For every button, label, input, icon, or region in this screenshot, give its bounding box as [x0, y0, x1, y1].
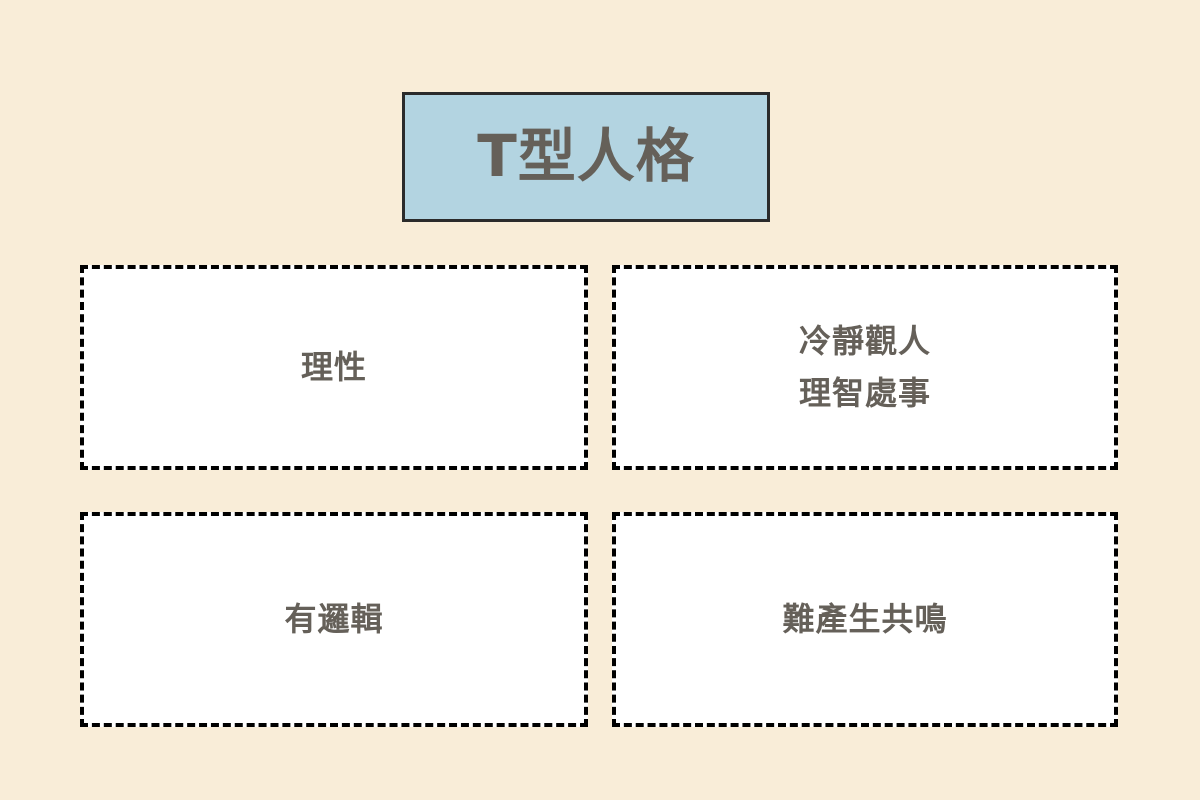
trait-grid: 理性 冷靜觀人 理智處事 有邏輯 難產生共鳴 — [80, 265, 1118, 727]
title-banner: T型人格 — [402, 92, 770, 222]
trait-card-label: 冷靜觀人 理智處事 — [798, 321, 931, 412]
trait-card-low-empathy: 難產生共鳴 — [612, 512, 1118, 727]
trait-card-rationality: 理性 — [80, 265, 588, 470]
page-title: T型人格 — [477, 122, 695, 191]
trait-card-label: 難產生共鳴 — [782, 599, 948, 638]
trait-card-label: 有邏輯 — [284, 599, 384, 638]
trait-card-observation: 冷靜觀人 理智處事 — [612, 265, 1118, 470]
trait-card-label: 理性 — [300, 347, 367, 386]
trait-card-logic: 有邏輯 — [80, 512, 588, 727]
